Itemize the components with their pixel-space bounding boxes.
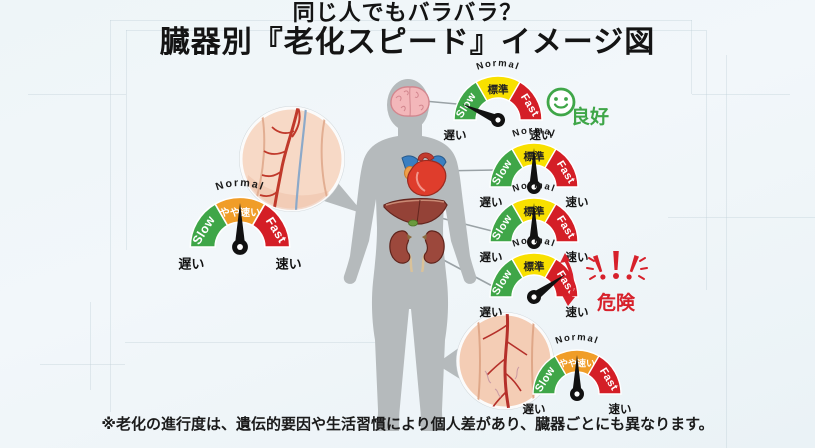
deco-line	[125, 342, 375, 343]
danger-exclamation-icon	[586, 251, 648, 280]
deco-line	[110, 20, 692, 21]
deco-line	[668, 217, 815, 218]
svg-text:Normal: Normal	[475, 58, 521, 73]
gauge-needle	[232, 202, 248, 255]
gauge-middle-label: やや速い	[220, 206, 261, 219]
fast-label: Fast	[263, 215, 290, 246]
deco-line	[726, 55, 727, 448]
svg-text:Normal: Normal	[511, 235, 557, 250]
gauge-arm-vessels: Normal Slow Fast やや速い 遅い 速い	[161, 175, 319, 279]
deco-line	[706, 30, 707, 290]
slow-jp-label: 遅い	[178, 256, 204, 271]
deco-line	[28, 94, 126, 95]
normal-arc-label: Normal	[475, 58, 520, 73]
deco-line	[692, 94, 790, 95]
gauge-leg-vessels: Normal Slow Fast やや速い 遅い 速い	[507, 330, 647, 422]
deco-line	[126, 30, 706, 31]
svg-text:Normal: Normal	[511, 125, 557, 140]
fast-label: Fast	[554, 214, 577, 241]
slow-label: Slow	[533, 364, 558, 394]
gauge-needle	[527, 203, 541, 249]
deco-line	[40, 364, 125, 365]
smiley-face-icon	[546, 87, 576, 117]
fast-jp-label: 速い	[566, 195, 589, 209]
deco-line	[90, 302, 91, 390]
fast-jp-label: 速い	[276, 256, 302, 271]
fast-label: Fast	[597, 366, 620, 393]
gauge-middle-label: 標準	[524, 150, 545, 163]
brain-illustration	[390, 86, 430, 117]
fast-jp-label: 速い	[530, 128, 553, 142]
title-mainline: 臓器別『老化スピード』イメージ図	[159, 26, 656, 59]
speedup-arrow-icon	[560, 253, 575, 306]
deco-line	[126, 30, 127, 250]
liver-illustration	[383, 198, 448, 227]
normal-arc-label: Normal	[511, 235, 556, 250]
fast-label: Fast	[518, 92, 541, 119]
svg-text:Normal: Normal	[511, 180, 557, 195]
fast-jp-label: 速い	[566, 305, 589, 319]
slow-label: Slow	[190, 213, 218, 247]
gauge-needle	[570, 355, 584, 401]
title-subline: 同じ人でもバラバラ？	[292, 0, 523, 25]
danger-status-label: 危険	[597, 293, 636, 314]
page-title: 同じ人でもバラバラ？ 臓器別『老化スピード』イメージ図	[0, 0, 815, 60]
normal-arc-label: Normal	[554, 332, 599, 347]
heart-illustration	[401, 152, 447, 197]
svg-text:Normal: Normal	[554, 332, 600, 347]
svg-text:Normal: Normal	[214, 177, 266, 194]
deco-line	[691, 20, 692, 94]
kidneys-illustration	[389, 230, 445, 272]
deco-line	[110, 20, 111, 412]
gauge-needle	[527, 148, 541, 194]
normal-arc-label: Normal	[214, 177, 264, 194]
gauge-middle-label: 標準	[524, 260, 545, 273]
good-status-label: 良好	[571, 107, 610, 128]
footnote: ※老化の進行度は、遺伝的要因や生活習慣により個人差があり、臓器ごとにも異なります…	[101, 416, 714, 433]
normal-arc-label: Normal	[511, 125, 556, 140]
normal-arc-label: Normal	[511, 180, 556, 195]
gauge-middle-label: 標準	[524, 205, 545, 218]
gauge-middle-label: やや速い	[559, 358, 595, 369]
fast-label: Fast	[554, 159, 577, 186]
